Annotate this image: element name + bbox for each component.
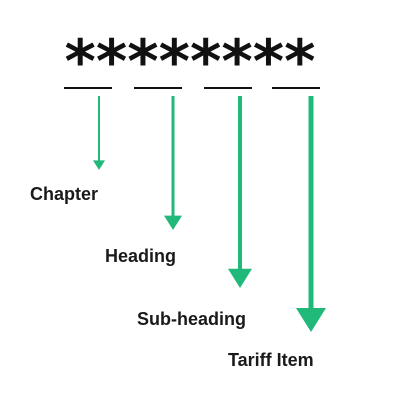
level-label-tariff-item: Tariff Item xyxy=(228,350,314,370)
arrow-head-heading xyxy=(164,215,182,230)
arrow-head-chapter xyxy=(93,160,105,170)
level-arrows xyxy=(93,96,326,332)
arrow-head-tariff-item xyxy=(296,308,326,332)
arrow-sub-heading xyxy=(228,96,252,288)
arrow-tariff-item xyxy=(296,96,326,332)
arrow-heading xyxy=(164,96,182,230)
level-label-heading: Heading xyxy=(105,246,176,266)
arrow-head-sub-heading xyxy=(228,268,252,288)
level-label-sub-heading: Sub-heading xyxy=(137,309,246,329)
code-asterisks: ******** xyxy=(64,27,315,97)
level-label-chapter: Chapter xyxy=(30,184,98,204)
arrow-chapter xyxy=(93,96,105,170)
